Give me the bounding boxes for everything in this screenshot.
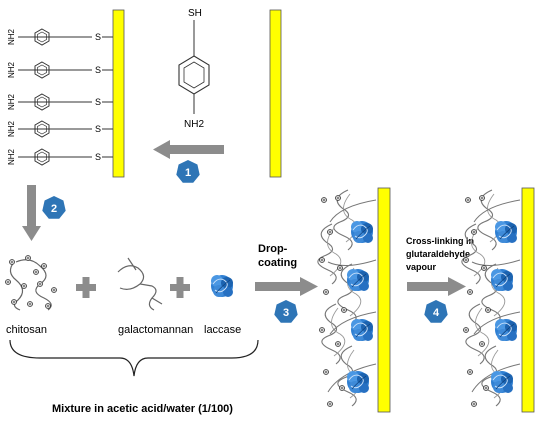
sam-amine-label: NH2 — [7, 120, 16, 137]
laccase-enzyme — [490, 370, 514, 394]
laccase-enzyme — [350, 220, 374, 244]
laccase-enzyme — [346, 268, 370, 292]
step-2-arrow — [22, 185, 41, 241]
sam-molecule: NH2 S — [7, 61, 113, 79]
sam-molecule: NH2 S — [7, 93, 113, 111]
sam-amine-label: NH2 — [7, 93, 16, 110]
electrode-coated — [317, 187, 391, 413]
laccase-enzyme — [494, 220, 518, 244]
sam-molecule: NH2 S — [7, 120, 113, 138]
sam-sulfur-label: S — [95, 124, 101, 134]
electrode-crosslinked — [461, 187, 535, 413]
sam-sulfur-label: S — [95, 32, 101, 42]
sam-molecule: NH2 S — [7, 28, 113, 46]
plus-icon — [76, 277, 96, 298]
laccase-label: laccase — [204, 324, 241, 336]
polymer-film — [317, 189, 377, 407]
laccase-enzyme — [346, 370, 370, 394]
crosslinked-film — [461, 189, 521, 407]
mixture-brace — [9, 339, 259, 377]
crosslink-label-line1: Cross-linking in — [406, 236, 474, 246]
step-3-arrow — [255, 277, 318, 296]
sam-amine-label: NH2 — [7, 28, 16, 45]
plus-icon — [170, 277, 190, 298]
chitosan-illustration — [5, 255, 57, 311]
sam-molecules: NH2 S NH2 S NH2 S NH2 S — [7, 28, 113, 166]
galactomannan-illustration — [117, 257, 163, 311]
laccase-enzyme — [490, 268, 514, 292]
step-3-number: 3 — [283, 307, 289, 319]
drop-coating-label-line1: Drop- — [258, 243, 288, 255]
step-1-arrow — [153, 140, 224, 159]
step-2-badge: 2 — [42, 196, 66, 219]
sam-molecule: NH2 S — [7, 148, 113, 166]
step-2-number: 2 — [51, 203, 57, 215]
step-4-badge: 4 — [424, 300, 448, 323]
laccase-enzyme — [494, 318, 518, 342]
chitosan-label: chitosan — [6, 324, 47, 336]
sam-amine-label: NH2 — [7, 148, 16, 165]
aminothiophenol-molecule: SH NH2 — [178, 8, 210, 130]
step-3-badge: 3 — [274, 300, 298, 323]
electrode-bare — [269, 9, 282, 178]
sam-amine-label: NH2 — [7, 61, 16, 78]
step-1-number: 1 — [185, 167, 191, 179]
crosslink-label-line3: vapour — [406, 262, 437, 272]
crosslink-label-line2: glutaraldehyde — [406, 249, 470, 259]
drop-coating-label-line2: coating — [258, 257, 297, 269]
step-4-number: 4 — [433, 307, 440, 319]
electrode-modified — [112, 9, 125, 178]
galactomannan-label: galactomannan — [118, 324, 193, 336]
laccase-illustration — [210, 274, 234, 298]
thiol-label: SH — [188, 8, 202, 19]
laccase-enzyme — [350, 318, 374, 342]
sam-sulfur-label: S — [95, 97, 101, 107]
sam-sulfur-label: S — [95, 152, 101, 162]
step-4-arrow — [407, 277, 466, 296]
mixture-label: Mixture in acetic acid/water (1/100) — [52, 403, 233, 415]
amine-label: NH2 — [184, 119, 204, 130]
sam-sulfur-label: S — [95, 65, 101, 75]
step-1-badge: 1 — [176, 160, 200, 183]
